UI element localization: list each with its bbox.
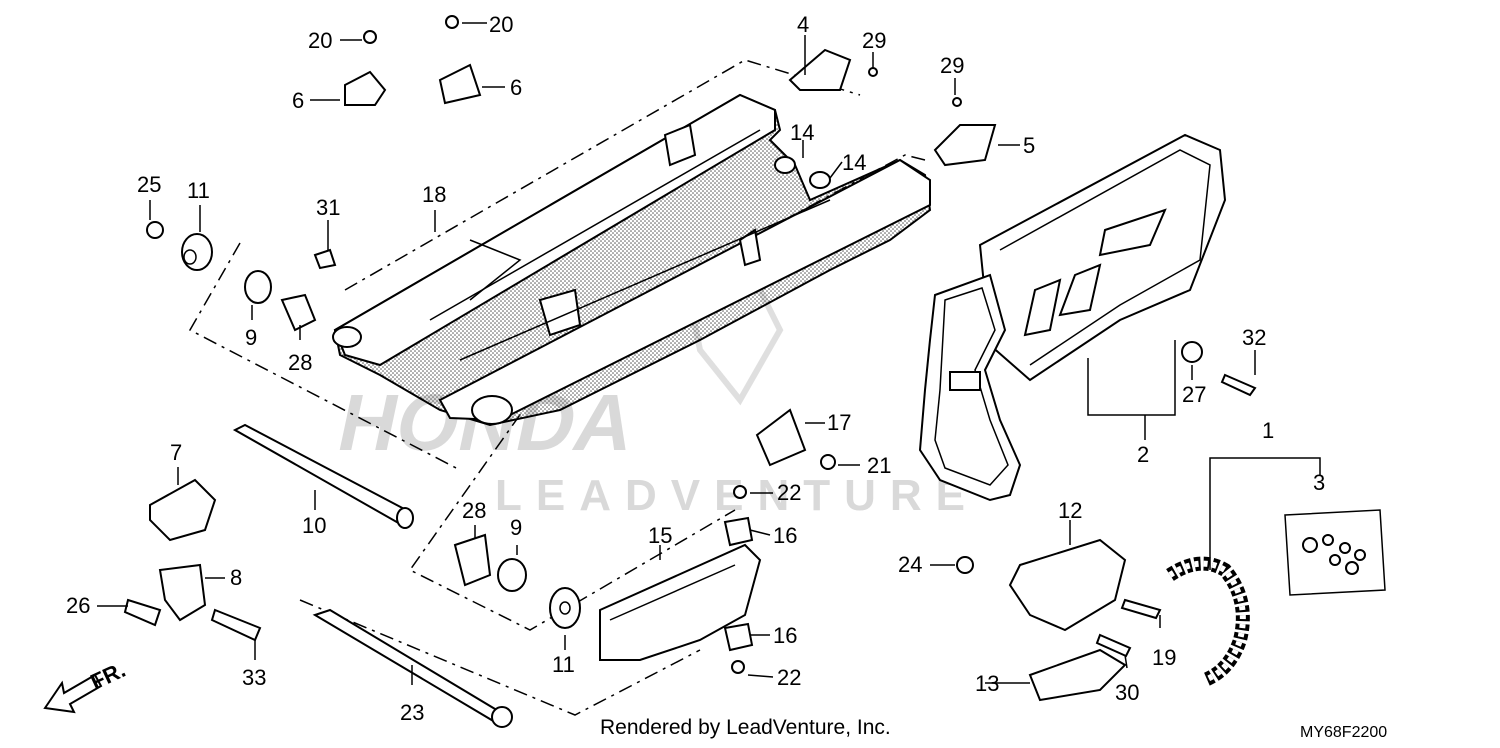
diagram-code: MY68F2200 [1300, 724, 1388, 741]
part-label: 32 [1242, 325, 1266, 350]
part-label: 16 [773, 623, 797, 648]
part-label: 28 [462, 498, 486, 523]
part-label: 3 [1313, 470, 1325, 495]
part-label: 13 [975, 671, 999, 696]
chain-slider [599, 543, 762, 661]
leader-lines [97, 22, 1321, 685]
chain-case [918, 133, 1227, 502]
chain-joint-kit [1284, 509, 1386, 596]
part-label: 11 [187, 178, 210, 203]
part-label: 4 [797, 12, 809, 37]
watermark-vendor: LEADVENTURE [495, 471, 979, 520]
part-label: 6 [510, 75, 522, 100]
part-label: 21 [867, 453, 891, 478]
chain-roller [1008, 538, 1127, 702]
part-label: 31 [316, 195, 340, 220]
part-label: 19 [1152, 645, 1176, 670]
part-label: 5 [1023, 133, 1035, 158]
part-label: 27 [1182, 382, 1206, 407]
part-label: 14 [790, 120, 814, 145]
part-label: 15 [648, 523, 672, 548]
part-label: 8 [230, 565, 242, 590]
part-label: 29 [862, 28, 886, 53]
part-label: 26 [66, 593, 90, 618]
part-label: 28 [288, 350, 312, 375]
pivot-shaft [232, 423, 513, 728]
part-label: 22 [777, 480, 801, 505]
part-label: 6 [292, 88, 304, 113]
part-label: 9 [245, 325, 257, 350]
part-label: 20 [489, 12, 513, 37]
rendered-by-footer: Rendered by LeadVenture, Inc. [600, 716, 891, 739]
part-label: 24 [898, 552, 922, 577]
part-label: 17 [827, 410, 851, 435]
assembly-outline [188, 59, 926, 716]
part-label: 18 [422, 182, 446, 207]
part-label: 9 [510, 515, 522, 540]
part-label: 30 [1115, 680, 1139, 705]
part-label: 22 [777, 665, 801, 690]
part-label: 33 [242, 665, 266, 690]
part-label: 14 [842, 150, 866, 175]
part-label: 25 [137, 172, 161, 197]
part-labels: 1 2 3 4 5 6 6 7 8 9 9 10 11 11 12 13 14 … [66, 12, 1325, 725]
part-label: 10 [302, 513, 326, 538]
small-parts [123, 15, 1257, 674]
part-label: 11 [552, 652, 575, 677]
swingarm [332, 93, 932, 427]
part-label: 29 [940, 53, 964, 78]
part-label: 20 [308, 28, 332, 53]
part-label: 7 [170, 440, 182, 465]
part-label: 1 [1262, 418, 1274, 443]
part-label: 2 [1137, 442, 1149, 467]
front-direction-arrow: FR. [43, 657, 129, 714]
drive-chain [1166, 556, 1250, 687]
part-label: 23 [400, 700, 424, 725]
part-label: 12 [1058, 498, 1082, 523]
part-label: 16 [773, 523, 797, 548]
